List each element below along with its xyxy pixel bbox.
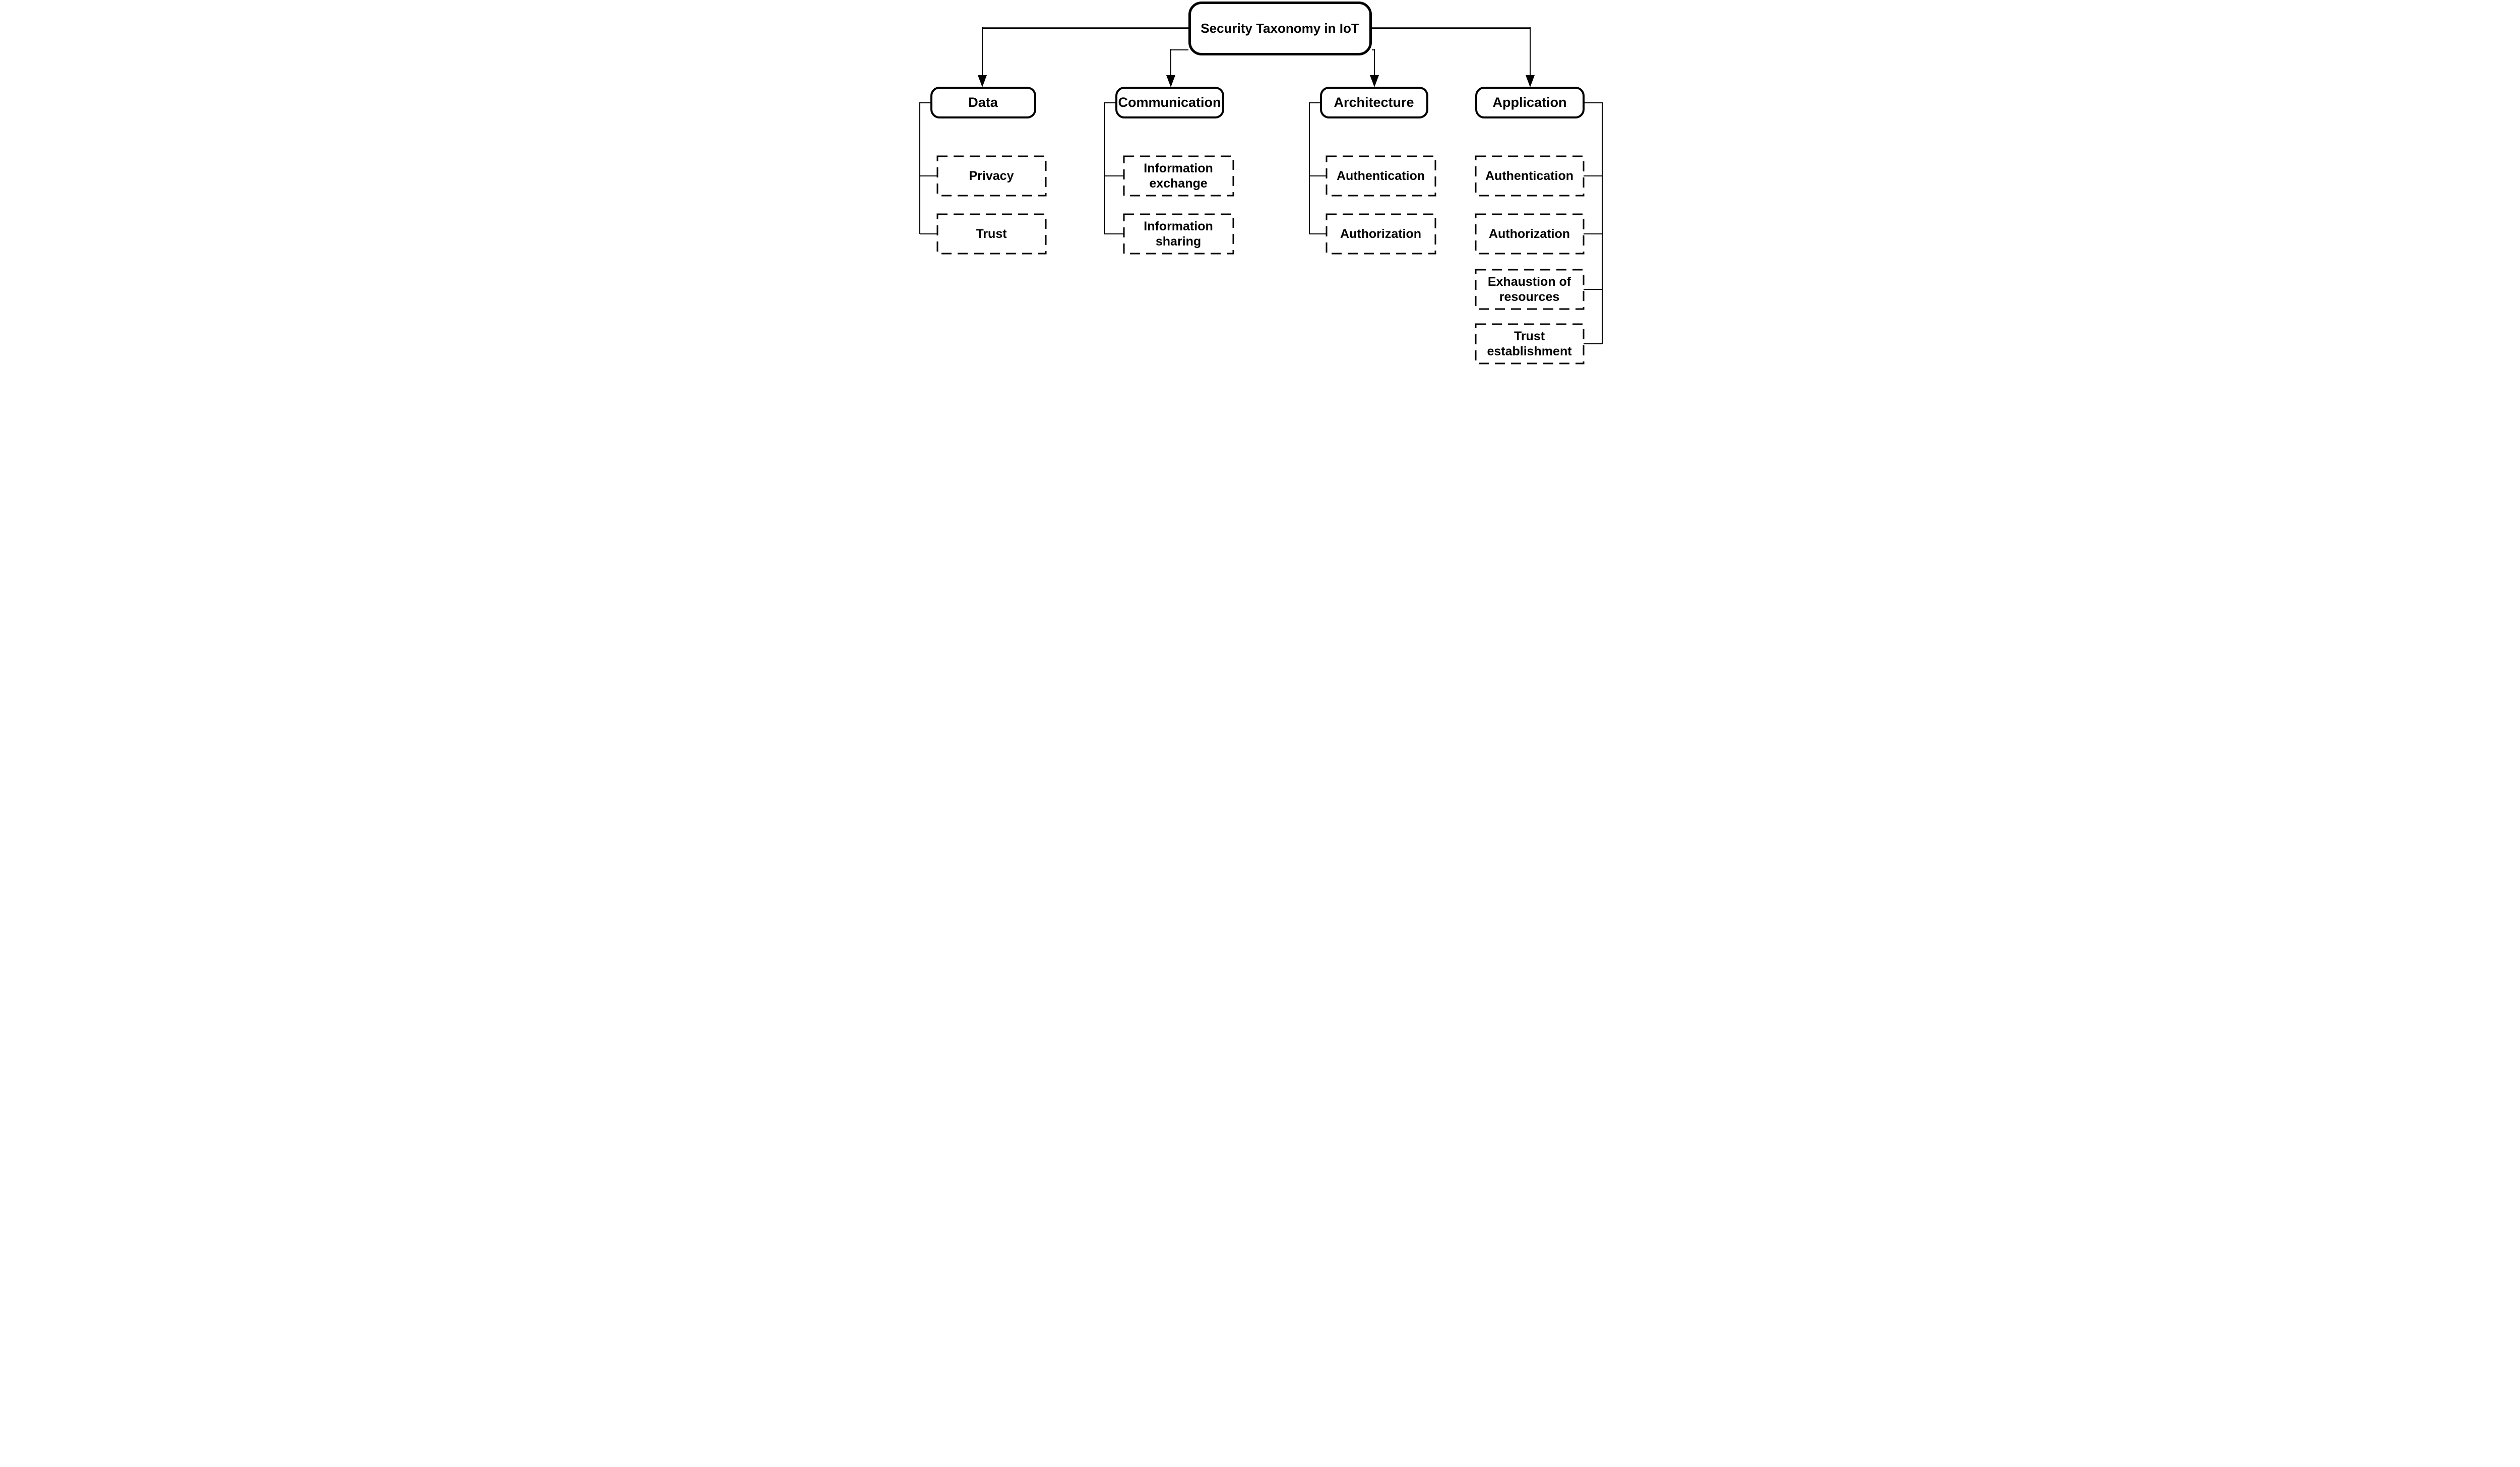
child-label-information-exchange: Information exchange xyxy=(1144,161,1213,191)
connector-layer xyxy=(919,27,1603,364)
branch-node-communication: Communication xyxy=(1115,87,1224,118)
trunk-communication-children xyxy=(1103,102,1115,234)
trunk-application-children xyxy=(1584,102,1603,344)
child-box-application-authentication xyxy=(1475,155,1584,197)
child-box-information-exchange xyxy=(1123,155,1234,197)
child-box-application-authorization xyxy=(1475,213,1584,255)
branch-label-communication: Communication xyxy=(1118,95,1221,110)
branch-label-data: Data xyxy=(968,95,998,110)
arrowhead-architecture xyxy=(1369,75,1379,87)
child-label-architecture-authorization: Authorization xyxy=(1340,226,1422,241)
child-box-exhaustion-of-resources xyxy=(1475,269,1584,310)
trunk-data-children xyxy=(919,102,930,234)
child-box-trust xyxy=(936,213,1046,255)
branch-node-data: Data xyxy=(930,87,1036,118)
branch-node-application: Application xyxy=(1475,87,1585,118)
child-box-trust-establishment xyxy=(1475,323,1584,364)
branch-label-application: Application xyxy=(1492,95,1567,110)
trunk-architecture-children xyxy=(1308,102,1320,234)
child-box-privacy xyxy=(936,155,1046,197)
child-label-exhaustion-of-resources: Exhaustion of resources xyxy=(1487,274,1571,304)
diagram-canvas: Security Taxonomy in IoT Data Communicat… xyxy=(916,0,1604,367)
arrowhead-communication xyxy=(1166,75,1175,87)
child-box-architecture-authentication xyxy=(1326,155,1436,197)
child-label-trust-establishment: Trust establishment xyxy=(1487,329,1572,359)
child-label-trust: Trust xyxy=(976,226,1007,241)
child-label-application-authentication: Authentication xyxy=(1485,168,1573,183)
branch-node-architecture: Architecture xyxy=(1319,87,1428,118)
child-label-architecture-authentication: Authentication xyxy=(1337,168,1425,183)
root-label: Security Taxonomy in IoT xyxy=(1201,21,1359,36)
child-label-application-authorization: Authorization xyxy=(1488,226,1570,241)
arrowhead-data xyxy=(977,75,987,87)
child-box-architecture-authorization xyxy=(1326,213,1436,255)
child-label-privacy: Privacy xyxy=(969,168,1014,183)
child-box-information-sharing xyxy=(1123,213,1234,255)
child-label-information-sharing: Information sharing xyxy=(1144,219,1213,249)
arrowhead-application xyxy=(1525,75,1535,87)
root-node: Security Taxonomy in IoT xyxy=(1188,2,1372,55)
branch-label-architecture: Architecture xyxy=(1334,95,1414,110)
